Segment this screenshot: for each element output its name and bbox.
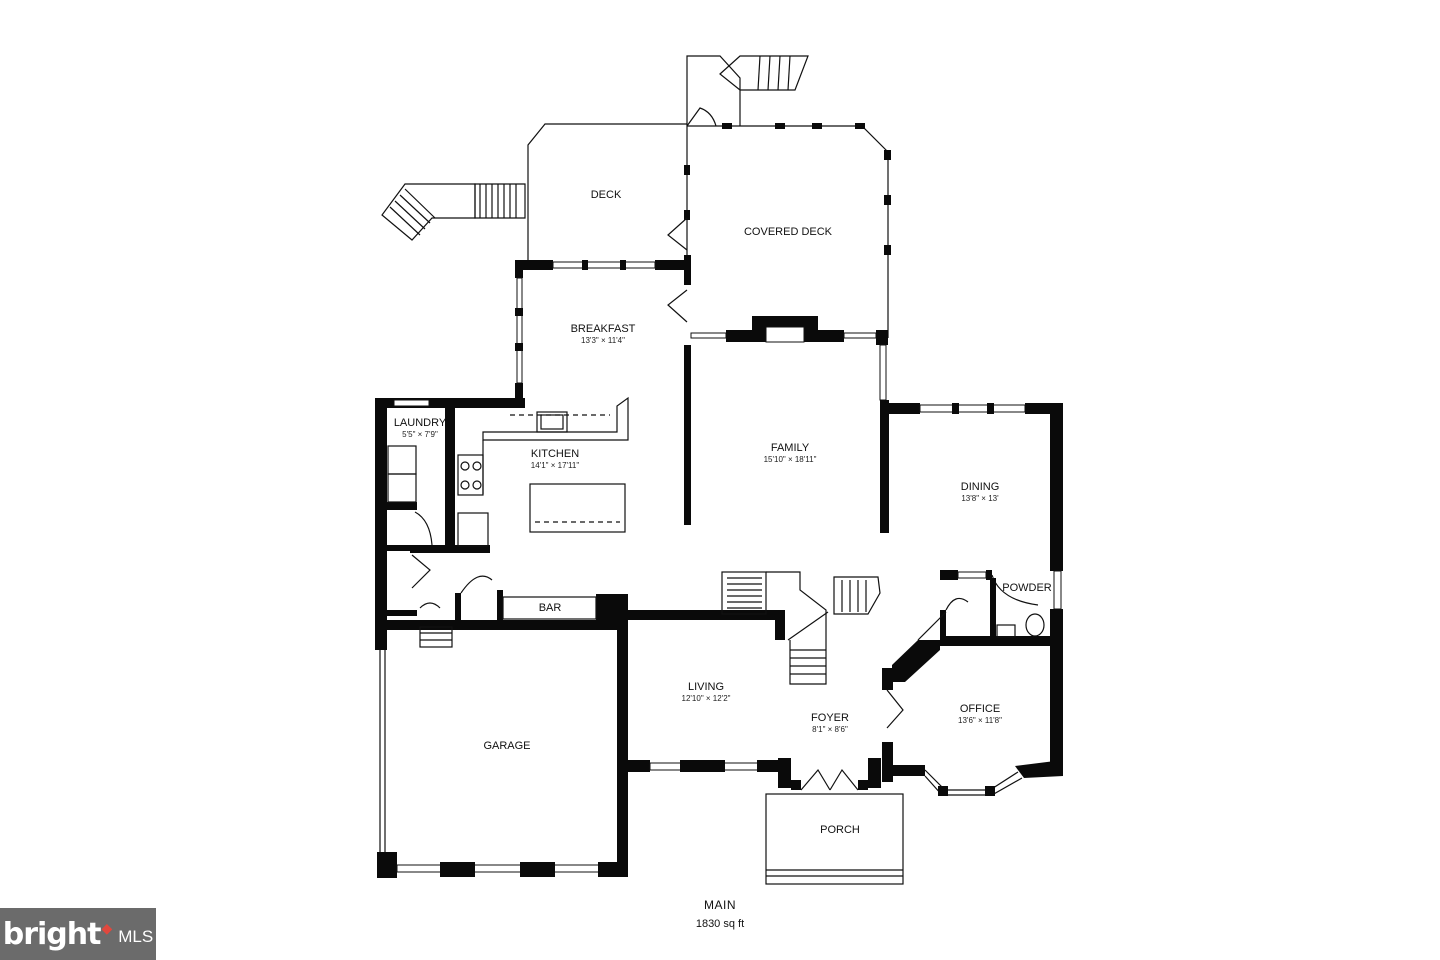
room-label-office: OFFICE (960, 703, 1000, 715)
covered-deck-outline (684, 55, 891, 338)
room-label-dining: DINING (961, 481, 1000, 493)
porch-outline (765, 793, 904, 885)
room-label-living: LIVING (688, 681, 724, 693)
room-label-bar: BAR (539, 602, 562, 614)
room-dims-foyer: 8'1" × 8'6" (812, 725, 848, 734)
brand-logo: bright ◆ MLS (0, 908, 156, 960)
main-stairs (721, 571, 881, 685)
room-dims-family: 15'10" × 18'11" (764, 455, 817, 464)
room-dims-dining: 13'8" × 13' (961, 494, 999, 503)
deck-outline (381, 123, 688, 265)
brand-logo-suffix: MLS (118, 927, 154, 946)
room-dims-kitchen: 14'1" × 17'11" (531, 461, 580, 470)
room-label-foyer: FOYER (811, 712, 849, 724)
room-label-breakfast: BREAKFAST (571, 323, 636, 335)
brand-logo-word: bright (2, 916, 102, 952)
room-dims-breakfast: 13'3" × 11'4" (581, 336, 625, 345)
exterior-walls (375, 217, 1063, 878)
room-label-kitchen: KITCHEN (531, 448, 579, 460)
room-dims-living: 12'10" × 12'2" (682, 694, 731, 703)
room-label-family: FAMILY (771, 442, 810, 454)
room-dims-laundry: 5'5" × 7'9" (402, 430, 438, 439)
floor-name: MAIN (704, 898, 736, 912)
room-dims-office: 13'6" × 11'8" (958, 716, 1002, 725)
room-label-laundry: LAUNDRY (394, 417, 447, 429)
room-label-covered-deck: COVERED DECK (744, 226, 833, 238)
room-label-deck: DECK (591, 189, 622, 201)
room-label-powder: POWDER (1002, 582, 1052, 594)
floor-area: 1830 sq ft (695, 918, 745, 930)
brand-mark-icon: ◆ (101, 919, 113, 936)
room-label-garage: GARAGE (483, 740, 530, 752)
room-labels: DECK COVERED DECK BREAKFAST 13'3" × 11'4… (394, 189, 1052, 836)
room-label-porch: PORCH (820, 824, 860, 836)
kitchen-fixtures (457, 396, 629, 547)
